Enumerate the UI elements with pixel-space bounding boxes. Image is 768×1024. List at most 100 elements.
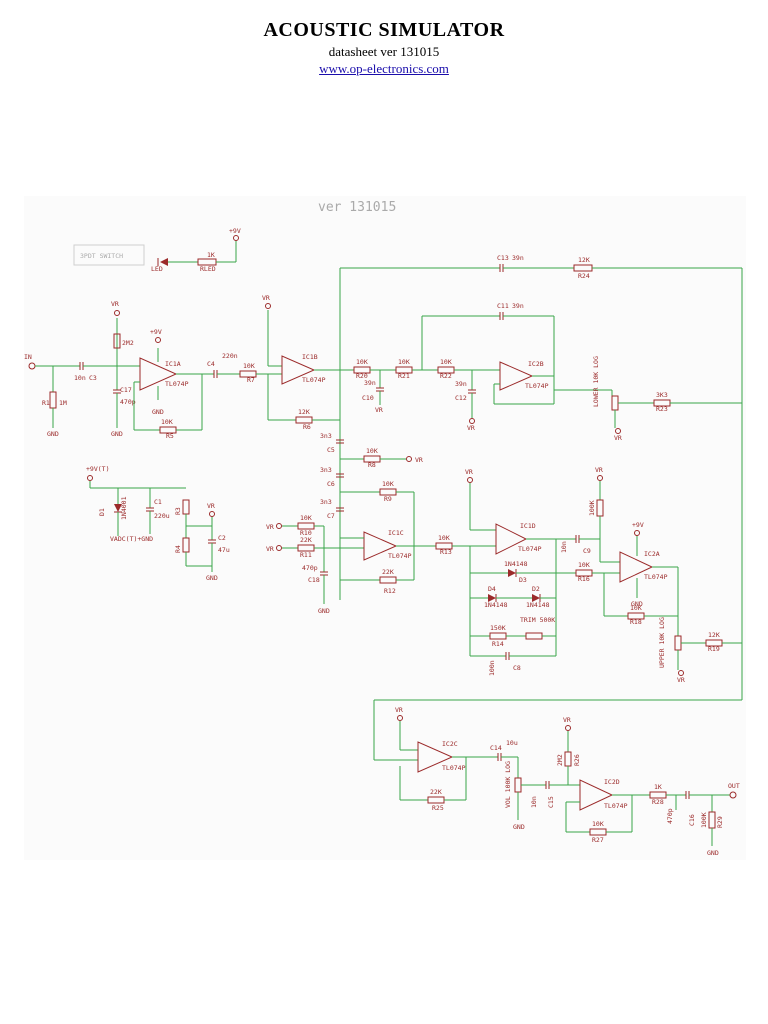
website-link[interactable]: www.op-electronics.com bbox=[319, 61, 449, 76]
ic2c-label: IC2C bbox=[442, 740, 458, 748]
c3-label: C3 bbox=[89, 374, 97, 382]
svg-text:GND: GND bbox=[206, 574, 218, 582]
datasheet-header: ACOUSTIC SIMULATOR datasheet ver 131015 … bbox=[0, 18, 768, 77]
svg-text:VR: VR bbox=[262, 294, 270, 302]
ic1a-part: TL074P bbox=[165, 380, 189, 388]
r29-label: R29 bbox=[716, 816, 724, 828]
volume-pot-label: VOL 100K LOG bbox=[504, 761, 512, 808]
r6-label: R6 bbox=[303, 423, 311, 431]
supply-section: +9V(T) D1 1N4001 VADC(T)+GND C1 220u R3 … bbox=[86, 465, 230, 582]
r20-value: 10K bbox=[356, 358, 368, 366]
ic1b-opamp bbox=[281, 355, 316, 385]
c13-value: 39n bbox=[512, 254, 524, 262]
ic2d-part: TL074P bbox=[604, 802, 628, 810]
switch-box bbox=[73, 244, 145, 266]
svg-text:VR: VR bbox=[465, 468, 473, 476]
r28-label: R28 bbox=[652, 798, 664, 806]
r14-label: R14 bbox=[492, 640, 504, 648]
c9-label: C9 bbox=[583, 547, 591, 555]
datasheet-version: datasheet ver 131015 bbox=[328, 44, 440, 59]
led-label: LED bbox=[151, 265, 163, 273]
svg-text:+9V: +9V bbox=[632, 521, 644, 529]
svg-text:VR: VR bbox=[266, 545, 274, 553]
svg-text:VR: VR bbox=[677, 676, 685, 684]
d3-diode bbox=[508, 569, 516, 577]
c6-value: 3n3 bbox=[320, 466, 332, 474]
d3-label: D3 bbox=[519, 576, 527, 584]
switch-led-section: 3PDT SWITCH LED 1K RLED +9V bbox=[73, 227, 241, 273]
svg-text:VR: VR bbox=[467, 424, 475, 432]
c7-label: C7 bbox=[327, 512, 335, 520]
svg-text:GND: GND bbox=[631, 600, 643, 608]
c2-label: C2 bbox=[218, 534, 226, 542]
ic1c-opamp bbox=[363, 531, 398, 561]
r9-label: R9 bbox=[384, 495, 392, 503]
ic1c-part: TL074P bbox=[388, 552, 412, 560]
c11-label: C11 bbox=[497, 302, 509, 310]
r25-value: 22K bbox=[430, 788, 442, 796]
r5-value: 10K bbox=[161, 418, 173, 426]
c10-label: C10 bbox=[362, 394, 374, 402]
trim-pot-label: TRIM 500K bbox=[520, 616, 555, 624]
ic1d-opamp bbox=[495, 523, 528, 555]
r13-label: R13 bbox=[440, 548, 452, 556]
ic2c-opamp bbox=[417, 741, 454, 773]
r19-value: 12K bbox=[708, 631, 720, 639]
r2-value: 2M2 bbox=[122, 339, 134, 347]
c18-label: C18 bbox=[308, 576, 320, 584]
ic2b-label: IC2B bbox=[528, 360, 544, 368]
rled-value: 1K bbox=[207, 251, 215, 259]
r8-value: 10K bbox=[366, 447, 378, 455]
d4-diode bbox=[488, 594, 496, 602]
d2-label: D2 bbox=[532, 585, 540, 593]
svg-text:VR: VR bbox=[563, 716, 571, 724]
ic1d-stage: VR IC1D TL074P 1N4148 D3 D4 1N4148 D2 1N… bbox=[465, 468, 576, 676]
c11-value: 39n bbox=[512, 302, 524, 310]
r4-label: R4 bbox=[174, 545, 182, 553]
r21-label: R21 bbox=[398, 372, 410, 380]
r29-value: 100K bbox=[700, 812, 708, 828]
r1-label: R1 bbox=[42, 399, 50, 407]
r11-value: 22K bbox=[300, 536, 312, 544]
c9-value: 10n bbox=[560, 541, 568, 553]
r14-value: 150K bbox=[490, 624, 506, 632]
r26-value: 2M2 bbox=[556, 754, 564, 766]
output-jack bbox=[729, 791, 737, 799]
d4-value: 1N4148 bbox=[484, 601, 508, 609]
ic1a-label: IC1A bbox=[165, 360, 181, 368]
ic1b-label: IC1B bbox=[302, 353, 318, 361]
r25-label: R25 bbox=[432, 804, 444, 812]
ic2a-stage: 10n C9 VR 100K 10K R16 IC2A TL074P +9V G… bbox=[556, 466, 742, 684]
svg-text:VR: VR bbox=[375, 406, 383, 414]
supply-node-label: VADC(T)+GND bbox=[110, 535, 153, 543]
c14-label: C14 bbox=[490, 744, 502, 752]
r24-label: R24 bbox=[578, 272, 590, 280]
r28-value: 1K bbox=[654, 783, 662, 791]
input-stage: IN R1 1M GND 10n C3 C17 470p GND VR 2M2 … bbox=[24, 300, 282, 440]
r16-value: 10K bbox=[578, 561, 590, 569]
output-label: OUT bbox=[728, 782, 740, 790]
c6-label: C6 bbox=[327, 480, 335, 488]
r6-value: 12K bbox=[298, 408, 310, 416]
c18-value: 470p bbox=[302, 564, 318, 572]
c17-label: C17 bbox=[120, 386, 132, 394]
output-section: VR IC2C TL074P 22K R25 C14 10u VOL 100K … bbox=[373, 699, 742, 857]
r12-label: R12 bbox=[384, 587, 396, 595]
ic1d-label: IC1D bbox=[520, 522, 536, 530]
r7-label: R7 bbox=[247, 376, 255, 384]
d4-label: D4 bbox=[488, 585, 496, 593]
c5-label: C5 bbox=[327, 446, 335, 454]
r23-value: 3K3 bbox=[656, 391, 668, 399]
d2-value: 1N4148 bbox=[526, 601, 550, 609]
svg-text:GND: GND bbox=[47, 430, 59, 438]
ic1c-stage: 3n3 C5 10K R8 VR 3n3 C6 3n3 C7 10K R9 VR… bbox=[266, 432, 496, 615]
c16-label: C16 bbox=[688, 814, 696, 826]
d2-diode bbox=[532, 594, 540, 602]
r10-value: 10K bbox=[300, 514, 312, 522]
svg-text:+9V: +9V bbox=[150, 328, 162, 336]
svg-text:GND: GND bbox=[318, 607, 330, 615]
c1-label: C1 bbox=[154, 498, 162, 506]
c5-value: 3n3 bbox=[320, 432, 332, 440]
lowpass-chain: 10K R20 39n C10 VR 10K R21 C11 39n 10K R… bbox=[353, 302, 742, 442]
